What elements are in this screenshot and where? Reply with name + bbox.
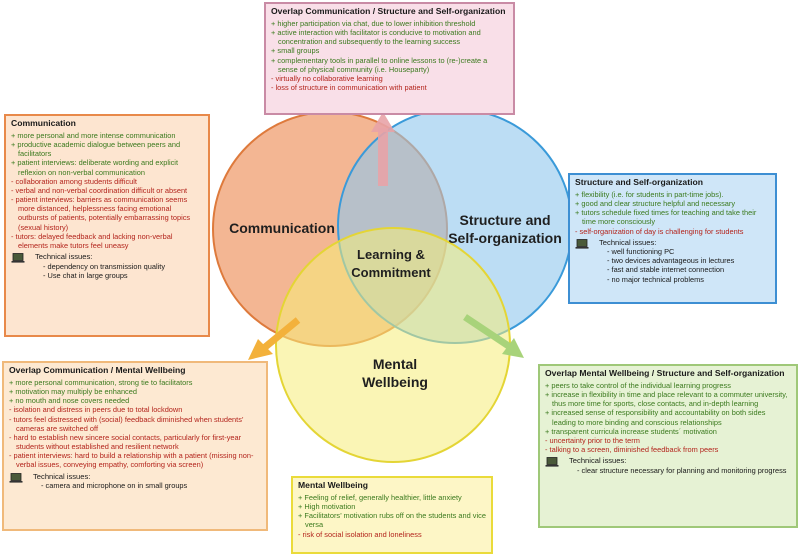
list-item: + productive academic dialogue between p… xyxy=(11,140,181,159)
list-item: + increased sense of responsibility and … xyxy=(545,408,766,427)
technical-issues-title: Technical issues: xyxy=(599,237,657,247)
structure-circle-label: Structure and Self-organization xyxy=(448,212,562,246)
list-item: - camera and microphone on in small grou… xyxy=(41,481,188,490)
list-item: - well functioning PC xyxy=(607,247,675,257)
technical-issues-title: Technical issues: xyxy=(33,471,91,481)
list-item: + motivation may multiply be enhanced xyxy=(9,387,137,397)
laptop-icon xyxy=(11,253,25,263)
list-item: - two devices advantageous in lectures xyxy=(607,256,735,266)
arrow-up xyxy=(371,112,395,186)
box-title: Mental Wellbeing xyxy=(298,480,369,490)
list-item: - Use chat in large groups xyxy=(43,270,128,280)
list-item: + good and clear structure helpful and n… xyxy=(575,199,736,209)
list-item: + tutors schedule fixed times for teachi… xyxy=(575,208,757,227)
list-item: - virtually no collaborative learning xyxy=(271,73,383,83)
technical-issues: Technical issues: - dependency on transm… xyxy=(11,252,203,280)
overlap-well-struct-box: Overlap Mental Wellbeing / Structure and… xyxy=(538,364,798,528)
list-item: - isolation and distress in peers due to… xyxy=(9,405,183,415)
box-title: Overlap Communication / Structure and Se… xyxy=(271,6,506,16)
center-label: Learning & Commitment xyxy=(351,247,431,280)
technical-issues-title: Technical issues: xyxy=(35,252,93,262)
list-item: - hard to establish new sincere social c… xyxy=(9,432,242,452)
laptop-icon xyxy=(575,238,589,249)
list-item: - talking to a screen, diminished feedba… xyxy=(545,445,719,455)
box-title: Communication xyxy=(11,118,76,128)
wellbeing-circle-label: Mental Wellbeing xyxy=(362,356,428,390)
arrow-left xyxy=(248,317,301,360)
overlap-comm-well-box: Overlap Communication / Mental Wellbeing… xyxy=(2,361,268,531)
list-item: + flexibility (i.e. for students in part… xyxy=(575,189,724,199)
technical-issues-title: Technical issues: xyxy=(569,456,627,466)
list-item: + active interaction with facilitator is… xyxy=(271,28,481,47)
list-item: - loss of structure in communication wit… xyxy=(271,83,427,93)
laptop-icon xyxy=(545,457,559,467)
technical-issues: Technical issues: - camera and microphon… xyxy=(9,472,261,491)
technical-issues: Technical issues: - clear structure nece… xyxy=(545,456,791,475)
laptop-icon xyxy=(9,472,23,483)
list-item: + small groups xyxy=(271,46,320,56)
list-item: - tutors: delayed feedback and lacking n… xyxy=(11,231,173,250)
box-title: Structure and Self-organization xyxy=(575,177,703,187)
box-title: Overlap Mental Wellbeing / Structure and… xyxy=(545,368,785,378)
list-item: - patient interviews: barriers as commun… xyxy=(11,195,191,232)
overlap-comm-struct-box: Overlap Communication / Structure and Se… xyxy=(264,2,515,115)
list-item: - self-organization of day is challengin… xyxy=(575,226,744,236)
list-item: - collaboration among students difficult xyxy=(11,176,137,186)
list-item: + higher participation via chat, due to … xyxy=(271,18,476,28)
structure-box: Structure and Self-organization + flexib… xyxy=(568,173,777,304)
list-item: - tutors feel distressed with (social) f… xyxy=(9,414,244,433)
list-item: - patient interviews: hard to build a re… xyxy=(9,451,254,470)
list-item: + no mouth and nose covers needed xyxy=(9,396,130,406)
list-item: + High motivation xyxy=(298,502,356,512)
technical-issues: Technical issues: - well functioning PC … xyxy=(575,238,770,284)
list-item: + peers to take control of the individua… xyxy=(545,380,731,390)
list-item: + more personal communication, strong ti… xyxy=(9,377,193,387)
box-title: Overlap Communication / Mental Wellbeing xyxy=(9,365,186,375)
list-item: - no major technical problems xyxy=(607,274,704,284)
list-item: + Facilitators’ motivation rubs off on t… xyxy=(298,511,486,530)
arrow-right xyxy=(463,314,524,358)
list-item: - risk of social isolation and lonelines… xyxy=(298,529,422,539)
list-item: - fast and stable internet connection xyxy=(607,265,725,275)
list-item: + transparent curricula increase student… xyxy=(545,426,717,436)
list-item: + more personal and more intense communi… xyxy=(11,130,176,140)
wellbeing-box: Mental Wellbeing + Feeling of relief, ge… xyxy=(291,476,493,554)
list-item: - dependency on transmission quality xyxy=(43,261,166,271)
communication-circle-label: Communication xyxy=(229,220,335,236)
list-item: + increase in flexibility in time and pl… xyxy=(545,390,788,409)
list-item: + complementary tools in parallel to onl… xyxy=(271,55,488,74)
list-item: + Feeling of relief, generally healthier… xyxy=(298,492,462,502)
list-item: - uncertainty prior to the term xyxy=(545,435,640,445)
list-item: - clear structure necessary for planning… xyxy=(577,465,787,475)
list-item: + patient interviews: deliberate wording… xyxy=(11,158,179,177)
communication-box: Communication + more personal and more i… xyxy=(4,114,210,337)
list-item: - verbal and non-verbal coordination dif… xyxy=(11,185,188,195)
